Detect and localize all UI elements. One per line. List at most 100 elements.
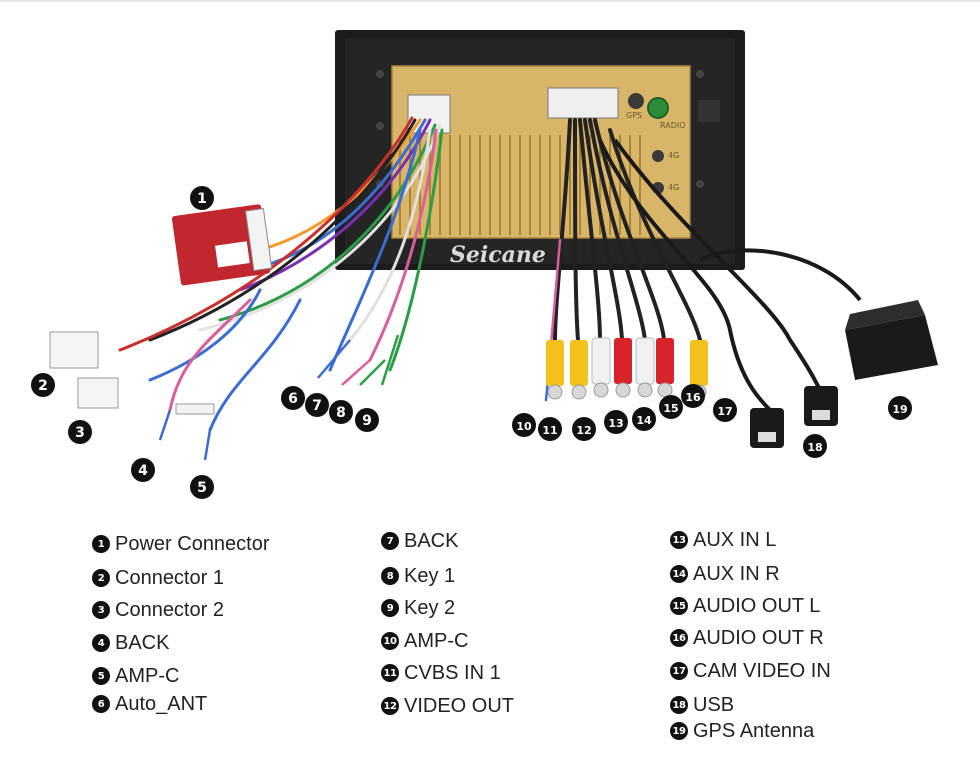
callout-badge-number: 17 [717,405,732,418]
legend-label: USB [693,693,735,716]
callout-badge-7: 7 [305,393,329,417]
callout-badge-12: 12 [572,417,596,441]
speaker-grille [698,100,720,122]
four-g-label-2: 4G [668,183,679,192]
legend-number-badge: 2 [92,569,110,587]
callout-badge-9: 9 [355,408,379,432]
usb-plugs [750,386,838,448]
callout-badge-15: 15 [659,395,683,419]
callout-badge-number: 18 [807,441,822,454]
rca-plug-video-out [570,340,588,386]
legend-label: AUDIO OUT R [693,626,824,649]
callout-badge-number: 11 [542,424,557,437]
rca-plug-aux-in-l [591,337,611,385]
legend-label: CVBS IN 1 [404,661,501,684]
legend-label: Power Connector [115,532,270,555]
callout-badge-number: 5 [197,480,207,496]
callout-badge-number: 16 [685,391,701,404]
callout-badge-number: 15 [663,402,678,415]
callout-badge-number: 19 [892,403,907,416]
main-wire-harness [118,116,444,432]
radio-port [647,97,669,119]
callout-badge-10: 10 [512,413,536,437]
legend-number-badge: 12 [381,697,399,715]
callout-badge-number: 10 [516,420,532,433]
callout-badge-number: 14 [636,414,652,427]
legend-number-badge: 10 [381,632,399,650]
connector-1-plug [49,331,99,369]
wiring-diagram: GPS RADIO 4G 4G Seicane [31,30,938,499]
callout-badge-number: 12 [576,424,591,437]
legend-number-badge: 19 [670,722,688,740]
callout-badge-4: 4 [131,458,155,482]
legend-item-1: 1 Power Connector [92,532,270,556]
legend-number-badge: 9 [381,599,399,617]
legend-label: GPS Antenna [693,719,815,742]
legend-label: AMP-C [404,629,469,652]
callout-badge-5: 5 [190,475,214,499]
callout-badge-3: 3 [68,420,92,444]
rca-plug-cvbs-in-1 [546,340,564,386]
callout-badge-number: 8 [336,405,346,421]
gps-antenna [845,300,938,380]
legend-number-badge: 11 [381,664,399,682]
legend-label: AUX IN R [693,562,780,585]
callout-badge-11: 11 [538,417,562,441]
legend-item-9: 9 Key 2 [381,596,455,620]
rca-plug-aux-in-r [614,338,632,384]
callout-badge-number: 3 [75,425,85,441]
legend-item-18: 18 USB [670,693,734,717]
loose-wires-center [317,334,400,386]
legend-label: Key 2 [404,596,456,619]
legend-label: BACK [404,529,459,552]
legend-label: CAM VIDEO IN [693,659,831,682]
legend-item-10: 10 AMP-C [381,629,468,653]
rca-plug-audio-out-l [635,337,655,385]
power-connector-box [171,204,273,286]
mount-screws [376,70,704,188]
connector-2-plug [77,377,119,409]
gps-label: GPS [626,111,642,120]
radio-label: RADIO [660,121,686,130]
brand-logo: Seicane [450,242,546,268]
callout-badge-13: 13 [604,410,628,434]
rca-plug-audio-out-r [656,338,674,384]
callout-badge-number: 6 [288,391,298,407]
legend-number-badge: 13 [670,531,688,549]
legend-number-badge: 8 [381,567,399,585]
legend-label: BACK [115,631,170,654]
legend-label: Connector 2 [115,598,224,621]
callout-badge-2: 2 [31,373,55,397]
legend-number-badge: 7 [381,532,399,550]
legend-item-7: 7 BACK [381,529,458,553]
callout-badge-6: 6 [281,386,305,410]
rca-plug-cam-video-in [690,340,708,386]
rca-plugs [546,337,708,400]
legend-label: Key 1 [404,564,456,587]
four-g-label-1: 4G [668,151,679,160]
gps-port [628,93,644,109]
legend-item-19: 19 GPS Antenna [670,719,814,743]
legend-number-badge: 18 [670,696,688,714]
legend-number-badge: 1 [92,535,110,553]
loose-wires-left [158,403,215,461]
usb-cables [598,138,862,412]
callout-badge-8: 8 [329,400,353,424]
callout-badge-number: 1 [197,191,207,207]
legend-item-8: 8 Key 1 [381,564,455,588]
legend-number-badge: 15 [670,597,688,615]
legend-item-11: 11 CVBS IN 1 [381,661,501,685]
legend-label: Auto_ANT [115,692,208,715]
callout-badge-18: 18 [803,434,827,458]
